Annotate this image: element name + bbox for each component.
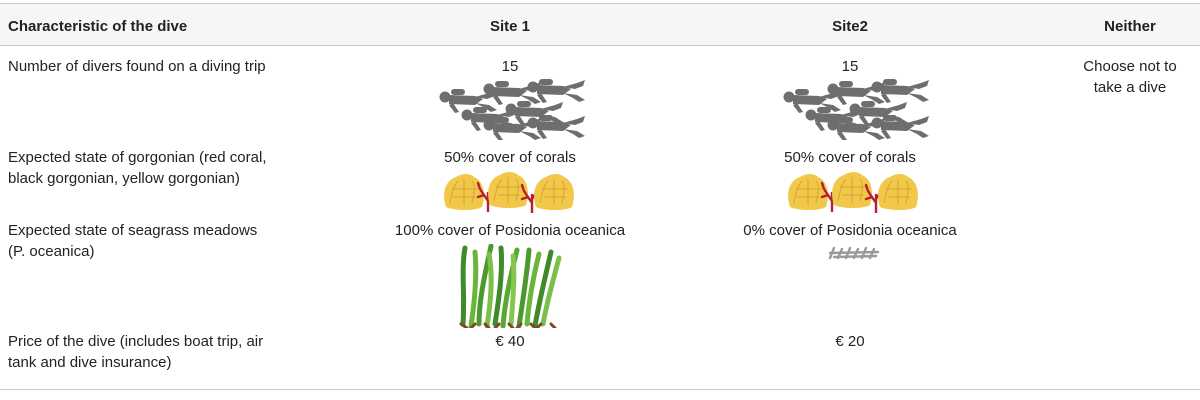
row-label: Expected state of seagrass meadows (P. o… bbox=[8, 222, 258, 260]
site2-value: 0% cover of Posidonia oceanica bbox=[743, 222, 957, 239]
header-site-2: Site2 bbox=[832, 18, 868, 35]
comparison-table: Characteristic of the dive Site 1 Site2 … bbox=[0, 3, 1200, 390]
gorgonian-icon bbox=[787, 171, 919, 213]
table-header: Characteristic of the dive Site 1 Site2 … bbox=[0, 4, 1200, 46]
neither-value: Choose not to take a dive bbox=[1083, 58, 1177, 96]
table-row: Price of the dive (includes boat trip, a… bbox=[0, 331, 1200, 390]
table-row: Expected state of gorgonian (red coral, … bbox=[0, 141, 1200, 218]
table-row: Number of divers found on a diving trip … bbox=[0, 46, 1200, 141]
header-site-1: Site 1 bbox=[489, 18, 531, 35]
site1-value: 100% cover of Posidonia oceanica bbox=[394, 222, 626, 239]
row-label: Price of the dive (includes boat trip, a… bbox=[8, 333, 264, 371]
site1-price: € 40 bbox=[495, 333, 525, 350]
header-neither: Neither bbox=[1104, 18, 1156, 35]
dead-seagrass-icon bbox=[828, 246, 880, 260]
site2-value: 50% cover of corals bbox=[784, 149, 916, 166]
row-label: Number of divers found on a diving trip bbox=[8, 58, 266, 75]
site2-value: 15 bbox=[841, 58, 859, 75]
table-row: Expected state of seagrass meadows (P. o… bbox=[0, 218, 1200, 331]
site1-value: 15 bbox=[501, 58, 519, 75]
seagrass-icon bbox=[459, 244, 562, 328]
divers-icon bbox=[783, 79, 929, 140]
row-label: Expected state of gorgonian (red coral, … bbox=[8, 149, 267, 187]
header-characteristic: Characteristic of the dive bbox=[8, 18, 188, 35]
site2-price: € 20 bbox=[835, 333, 865, 350]
gorgonian-icon bbox=[443, 171, 575, 213]
divers-icon bbox=[439, 79, 585, 140]
site1-value: 50% cover of corals bbox=[444, 149, 576, 166]
